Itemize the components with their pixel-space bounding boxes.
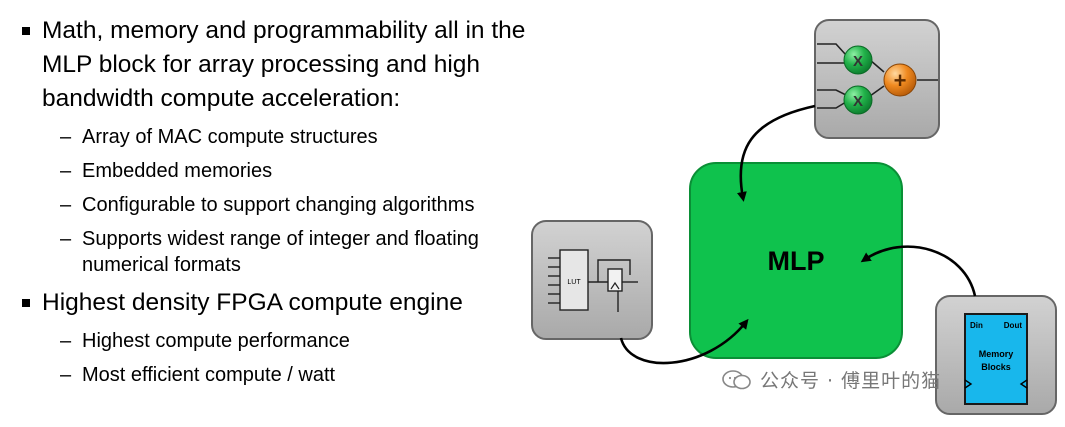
bullet-text: Highest density FPGA compute engine <box>42 289 463 316</box>
dash-icon: – <box>60 330 72 352</box>
memory-port-right-icon <box>1019 379 1028 389</box>
dash-icon: – <box>60 228 72 250</box>
mlp-block: MLP <box>689 162 903 359</box>
memory-tile: Din Dout Memory Blocks <box>935 295 1057 415</box>
dash-icon: – <box>60 364 72 386</box>
mac-tile: X X + <box>814 19 940 139</box>
sub-bullet-item: – Supports widest range of integer and f… <box>18 226 538 278</box>
dash-icon: – <box>60 126 72 148</box>
sub-bullet-text: Most efficient compute / watt <box>82 364 336 386</box>
bullet-list: Math, memory and programmability all in … <box>18 14 538 388</box>
multiplier-icon: X <box>843 45 873 75</box>
lut-box <box>559 249 589 311</box>
sub-bullet-item: – Highest compute performance <box>18 328 538 354</box>
din-label: Din <box>970 321 983 330</box>
sub-bullet-item: – Configurable to support changing algor… <box>18 192 538 218</box>
watermark: 公众号 · 傅里叶的猫 <box>722 366 941 393</box>
arrow-lut-to-mlp <box>619 318 749 365</box>
square-bullet-icon <box>22 299 30 307</box>
memory-block <box>964 313 1028 405</box>
bullet-text: Math, memory and programmability all in … <box>42 17 526 112</box>
sub-bullet-text: Supports widest range of integer and flo… <box>82 228 479 276</box>
memory-port-left-icon <box>964 379 973 389</box>
arrow-mac-to-mlp <box>736 104 816 202</box>
flip-flop-box <box>607 268 623 292</box>
sub-bullet-item: – Embedded memories <box>18 158 538 184</box>
watermark-text: 公众号 · 傅里叶的猫 <box>760 370 942 392</box>
adder-icon: + <box>883 63 917 97</box>
arrow-memory-to-mlp <box>860 245 977 297</box>
multiplier-icon: X <box>843 85 873 115</box>
sub-bullet-text: Highest compute performance <box>82 330 350 352</box>
square-bullet-icon <box>22 27 30 35</box>
sub-bullet-item: – Most efficient compute / watt <box>18 362 538 388</box>
sub-bullet-text: Array of MAC compute structures <box>82 126 378 148</box>
clock-triangle-icon <box>610 281 620 290</box>
bullet-item: Math, memory and programmability all in … <box>18 14 538 116</box>
dash-icon: – <box>60 160 72 182</box>
sub-bullet-item: – Array of MAC compute structures <box>18 124 538 150</box>
adder-symbol: + <box>894 68 907 93</box>
sub-bullet-text: Embedded memories <box>82 160 273 182</box>
memory-title-line1: Memory <box>979 349 1014 359</box>
multiplier-symbol: X <box>853 53 863 70</box>
bullet-item: Highest density FPGA compute engine <box>18 286 538 320</box>
multiplier-symbol: X <box>853 93 863 110</box>
chat-bubble-icon <box>722 369 751 389</box>
sub-bullet-text: Configurable to support changing algorit… <box>82 194 475 216</box>
mlp-label: MLP <box>768 246 825 276</box>
dash-icon: – <box>60 194 72 216</box>
dout-label: Dout <box>1004 321 1023 330</box>
lut-tile: LUT <box>531 220 653 340</box>
memory-title-line2: Blocks <box>981 362 1011 372</box>
lut-label: LUT <box>567 279 581 286</box>
